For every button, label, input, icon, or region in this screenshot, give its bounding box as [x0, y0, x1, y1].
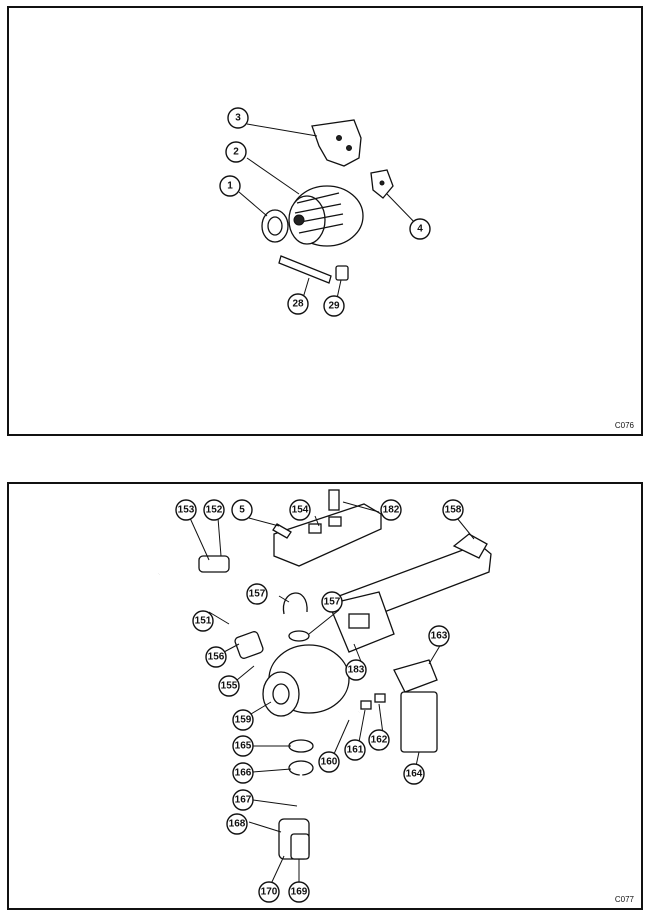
svg-text:164: 164	[406, 769, 423, 780]
svg-text:2: 2	[233, 147, 239, 158]
svg-text:156: 156	[208, 652, 225, 663]
spacer-part	[335, 265, 349, 281]
svg-text:155: 155	[221, 681, 238, 692]
callout-155: 155	[218, 675, 240, 697]
gasket-part	[288, 739, 314, 753]
svg-text:161: 161	[347, 745, 364, 756]
svg-text:154: 154	[292, 505, 309, 516]
callout-156: 156	[205, 646, 227, 668]
callout-152: 152	[203, 499, 225, 521]
svg-text:157: 157	[324, 597, 341, 608]
callout-163: 162	[368, 729, 390, 751]
callout-162: 161	[344, 739, 366, 761]
svg-text:168: 168	[229, 819, 246, 830]
callout-165: 164	[403, 763, 425, 785]
svg-text:157: 157	[249, 589, 266, 600]
callout-182: 182	[380, 499, 402, 521]
svg-text:158: 158	[445, 505, 462, 516]
svg-text:28: 28	[292, 299, 304, 310]
callout-153: 153	[175, 499, 197, 521]
svg-text:167: 167	[235, 795, 252, 806]
figure-code: C077	[614, 895, 634, 904]
callout-157: 157	[246, 583, 268, 605]
alternator-exploded-view: 3 2 1 4 28 29	[219, 107, 431, 317]
hose-clamp-part	[198, 555, 230, 573]
union-part	[360, 700, 372, 710]
oil-filter-part	[400, 691, 438, 753]
svg-text:182: 182	[383, 505, 400, 516]
figure-code: C076	[614, 421, 634, 430]
turbocharger-diagram-panel: 153 152 5 154 182 158 157 157 151 156 15…	[7, 482, 643, 910]
svg-text:3: 3	[235, 113, 241, 124]
adjusting-link-part	[278, 255, 332, 284]
svg-text:166: 166	[235, 768, 252, 779]
hose-part	[234, 631, 264, 659]
svg-text:165: 165	[235, 741, 252, 752]
oil-filter-head-part	[393, 659, 438, 693]
svg-text:153: 153	[178, 505, 195, 516]
svg-text:159: 159	[235, 715, 252, 726]
svg-text:162: 162	[371, 735, 388, 746]
svg-text:151: 151	[195, 616, 212, 627]
callout-2: 2	[225, 141, 247, 163]
svg-text:1: 1	[227, 181, 233, 192]
bolt-part	[272, 523, 292, 539]
alternator-diagram-panel: 3 2 1 4 28 29 C076	[7, 6, 643, 436]
callout-171: 170	[258, 881, 280, 903]
callout-5: 5	[231, 499, 253, 521]
callout-160: 159	[232, 709, 254, 731]
svg-text:183: 183	[348, 665, 365, 676]
callout-170: 169	[288, 881, 310, 903]
callout-159: 158	[442, 499, 464, 521]
svg-text:29: 29	[328, 301, 340, 312]
callout-166: 165	[232, 735, 254, 757]
callout-161: 160	[318, 751, 340, 773]
callout-1: 1	[219, 175, 241, 197]
svg-text:152: 152	[206, 505, 223, 516]
svg-text:5: 5	[239, 505, 245, 516]
svg-text:163: 163	[431, 631, 448, 642]
callout-168: 167	[232, 789, 254, 811]
turbocharger-exploded-view: 153 152 5 154 182 158 157 157 151 156 15…	[155, 489, 492, 903]
callout-167: 166	[232, 762, 254, 784]
inlet-manifold-part	[273, 503, 382, 567]
pipe-bend-part	[282, 592, 308, 615]
callout-151: 151	[192, 610, 214, 632]
callout-4: 4	[409, 218, 431, 240]
callout-158: 157	[321, 591, 343, 613]
callout-3: 3	[227, 107, 249, 129]
callout-28: 28	[287, 293, 309, 315]
svg-text:169: 169	[291, 887, 308, 898]
svg-text:170: 170	[261, 887, 278, 898]
callout-164: 163	[428, 625, 450, 647]
callout-169: 168	[226, 813, 248, 835]
svg-text:160: 160	[321, 757, 338, 768]
sensor-part	[328, 489, 340, 511]
mounting-bracket-part	[311, 119, 362, 167]
callout-183: 183	[345, 659, 367, 681]
svg-text:4: 4	[417, 224, 423, 235]
callout-154: 154	[289, 499, 311, 521]
callout-29: 29	[323, 295, 345, 317]
